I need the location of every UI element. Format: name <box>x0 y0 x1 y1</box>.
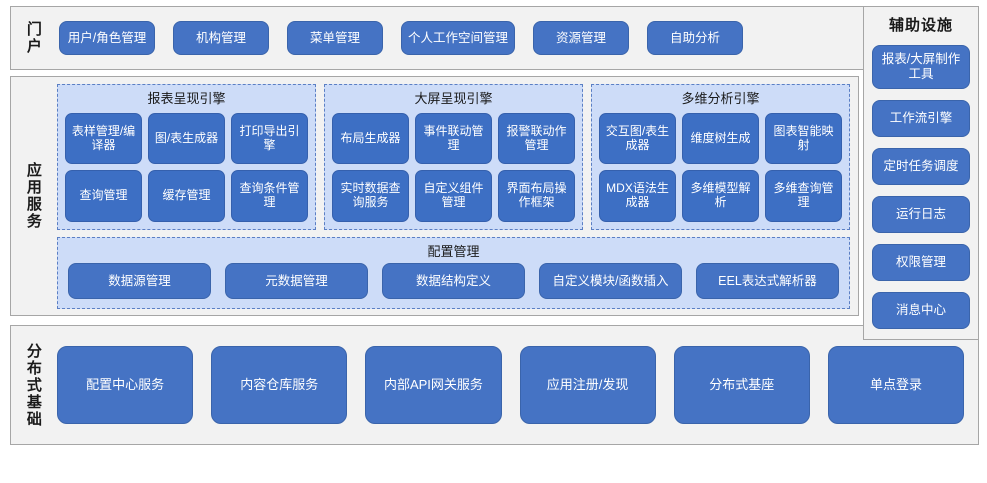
dist-item-app-registry[interactable]: 应用注册/发现 <box>519 346 656 424</box>
aux-facilities-title: 辅助设施 <box>888 17 953 34</box>
distributed-base-panel: 分布式基础 配置中心服务 内容仓库服务 内部API网关服务 应用注册/发现 分布… <box>10 325 979 445</box>
dist-item-config-center[interactable]: 配置中心服务 <box>57 346 194 424</box>
engine-report-rendering: 报表呈现引擎 表样管理/编译器 图/表生成器 打印导出引擎 查询管理 缓存管理 … <box>57 84 316 230</box>
engine-multidim-item-model-parsing[interactable]: 多维模型解析 <box>682 170 759 222</box>
config-item-datasource[interactable]: 数据源管理 <box>68 263 211 300</box>
engine-title-bigscreen: 大屏呈现引擎 <box>414 91 493 106</box>
aux-item-report-bigscreen-tool[interactable]: 报表/大屏制作工具 <box>872 45 970 89</box>
distributed-base-layer-label: 分布式基础 <box>24 342 42 428</box>
engine-report-item-query-management[interactable]: 查询管理 <box>65 170 142 222</box>
engine-bigscreen-item-layout-generator[interactable]: 布局生成器 <box>332 112 409 165</box>
portal-panel: 门户 用户/角色管理 机构管理 菜单管理 个人工作空间管理 资源管理 自助分析 <box>10 6 979 70</box>
portal-item-self-service-analysis[interactable]: 自助分析 <box>647 21 744 55</box>
config-management-group: 配置管理 数据源管理 元数据管理 数据结构定义 自定义模块/函数插入 EEL表达… <box>57 237 850 310</box>
engine-bigscreen-rendering: 大屏呈现引擎 布局生成器 事件联动管理 报警联动作管理 实时数据查询服务 自定义… <box>324 84 583 230</box>
dist-item-distributed-foundation[interactable]: 分布式基座 <box>673 346 810 424</box>
portal-item-menu[interactable]: 菜单管理 <box>287 21 383 55</box>
portal-item-workspace[interactable]: 个人工作空间管理 <box>401 21 516 55</box>
portal-row: 门户 用户/角色管理 机构管理 菜单管理 个人工作空间管理 资源管理 自助分析 <box>10 6 979 70</box>
aux-item-permission-management[interactable]: 权限管理 <box>872 244 970 281</box>
engine-multidim-item-interactive-chart[interactable]: 交互图/表生成器 <box>599 112 676 165</box>
engine-bigscreen-item-custom-component[interactable]: 自定义组件管理 <box>415 170 492 222</box>
engine-report-item-chart-generator[interactable]: 图/表生成器 <box>148 112 225 165</box>
dist-item-api-gateway[interactable]: 内部API网关服务 <box>365 346 502 424</box>
engine-multidim-item-dimension-tree[interactable]: 维度树生成 <box>682 112 759 165</box>
engine-multidim-analysis: 多维分析引擎 交互图/表生成器 维度树生成 图表智能映射 MDX语法生成器 多维… <box>591 84 850 230</box>
engine-report-grid: 表样管理/编译器 图/表生成器 打印导出引擎 查询管理 缓存管理 查询条件管理 <box>65 112 308 222</box>
portal-item-org[interactable]: 机构管理 <box>173 21 269 55</box>
dist-item-content-repository[interactable]: 内容仓库服务 <box>211 346 348 424</box>
engine-bigscreen-item-alarm-action[interactable]: 报警联动作管理 <box>498 112 575 165</box>
aux-item-workflow-engine[interactable]: 工作流引擎 <box>872 100 970 137</box>
aux-facilities-panel: 辅助设施 报表/大屏制作工具 工作流引擎 定时任务调度 运行日志 权限管理 消息… <box>863 6 979 340</box>
engine-report-item-cache-management[interactable]: 缓存管理 <box>148 170 225 222</box>
engine-bigscreen-item-event-linkage[interactable]: 事件联动管理 <box>415 112 492 165</box>
engine-group-row: 报表呈现引擎 表样管理/编译器 图/表生成器 打印导出引擎 查询管理 缓存管理 … <box>57 84 850 230</box>
engine-report-item-query-condition[interactable]: 查询条件管理 <box>231 170 308 222</box>
config-management-items: 数据源管理 元数据管理 数据结构定义 自定义模块/函数插入 EEL表达式解析器 <box>68 263 839 300</box>
distributed-base-items: 配置中心服务 内容仓库服务 内部API网关服务 应用注册/发现 分布式基座 单点… <box>55 326 978 444</box>
config-management-title: 配置管理 <box>427 244 480 259</box>
portal-layer-label: 门户 <box>24 21 42 55</box>
aux-item-scheduler[interactable]: 定时任务调度 <box>872 148 970 185</box>
engine-multidim-grid: 交互图/表生成器 维度树生成 图表智能映射 MDX语法生成器 多维模型解析 多维… <box>599 112 842 222</box>
portal-item-user-role[interactable]: 用户/角色管理 <box>59 21 155 55</box>
engine-bigscreen-item-layout-framework[interactable]: 界面布局操作框架 <box>498 170 575 222</box>
config-item-eel-parser[interactable]: EEL表达式解析器 <box>696 263 839 300</box>
engine-bigscreen-item-realtime-query[interactable]: 实时数据查询服务 <box>332 170 409 222</box>
engine-multidim-item-chart-mapping[interactable]: 图表智能映射 <box>765 112 842 165</box>
app-service-panel: 应用服务 报表呈现引擎 表样管理/编译器 图/表生成器 打印导出引擎 查询管理 … <box>10 76 859 316</box>
config-item-custom-module[interactable]: 自定义模块/函数插入 <box>539 263 682 300</box>
app-service-body: 报表呈现引擎 表样管理/编译器 图/表生成器 打印导出引擎 查询管理 缓存管理 … <box>55 77 858 315</box>
engine-bigscreen-grid: 布局生成器 事件联动管理 报警联动作管理 实时数据查询服务 自定义组件管理 界面… <box>332 112 575 222</box>
engine-report-item-template-compiler[interactable]: 表样管理/编译器 <box>65 112 142 165</box>
portal-item-resource[interactable]: 资源管理 <box>533 21 630 55</box>
engine-multidim-item-mdx-generator[interactable]: MDX语法生成器 <box>599 170 676 222</box>
engine-title-multidim: 多维分析引擎 <box>681 91 760 106</box>
dist-item-sso[interactable]: 单点登录 <box>827 346 965 424</box>
aux-item-message-center[interactable]: 消息中心 <box>872 292 970 329</box>
aux-facilities-list: 报表/大屏制作工具 工作流引擎 定时任务调度 运行日志 权限管理 消息中心 <box>872 45 970 331</box>
config-item-metadata[interactable]: 元数据管理 <box>225 263 368 300</box>
config-item-data-structure[interactable]: 数据结构定义 <box>382 263 525 300</box>
app-service-layer-label: 应用服务 <box>24 162 42 230</box>
engine-multidim-item-query-management[interactable]: 多维查询管理 <box>765 170 842 222</box>
portal-button-list: 用户/角色管理 机构管理 菜单管理 个人工作空间管理 资源管理 自助分析 <box>55 7 978 69</box>
engine-report-item-print-export[interactable]: 打印导出引擎 <box>231 112 308 165</box>
aux-item-runtime-log[interactable]: 运行日志 <box>872 196 970 233</box>
engine-title-report: 报表呈现引擎 <box>147 91 226 106</box>
